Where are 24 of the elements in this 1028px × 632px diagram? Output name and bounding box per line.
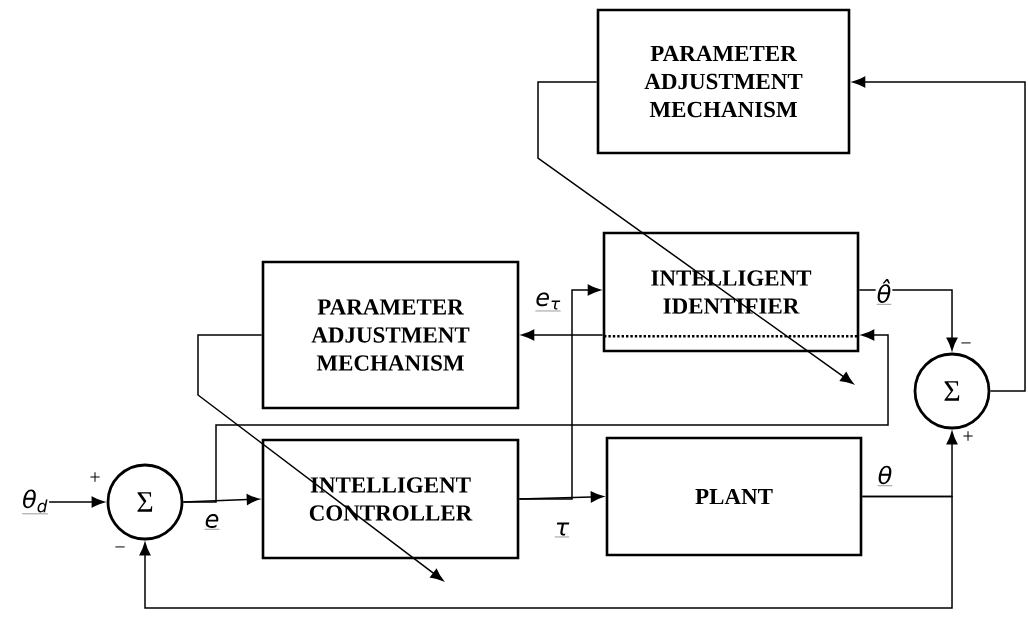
sign-label: + — [963, 431, 973, 441]
edge-label: θ — [876, 464, 894, 488]
edge-label: e$_{τ}$ — [534, 291, 562, 313]
arrow — [537, 81, 854, 385]
edge-label: e — [203, 513, 221, 531]
arrow — [858, 289, 958, 351]
sign-label: − — [115, 546, 125, 548]
process-box: PARAMETER ADJUSTMENT MECHANISM — [596, 8, 851, 155]
summing-junction: Σ — [106, 463, 184, 541]
arrow — [521, 329, 604, 341]
arrow — [852, 76, 1026, 392]
sign-label: − — [961, 342, 971, 344]
arrow — [518, 284, 601, 500]
process-box: PLANT — [605, 436, 863, 557]
signal-label: θ$_{d}$ — [21, 489, 49, 515]
arrow — [48, 496, 105, 508]
process-box: PARAMETER ADJUSTMENT MECHANISM — [261, 260, 520, 410]
arrow — [197, 334, 444, 581]
summing-junction: Σ — [913, 352, 991, 430]
edge-label: θ̂ — [875, 278, 893, 306]
sign-label: + — [90, 472, 100, 482]
arrow — [139, 495, 953, 609]
edge-label: τ — [553, 521, 571, 539]
arrow — [182, 329, 889, 503]
